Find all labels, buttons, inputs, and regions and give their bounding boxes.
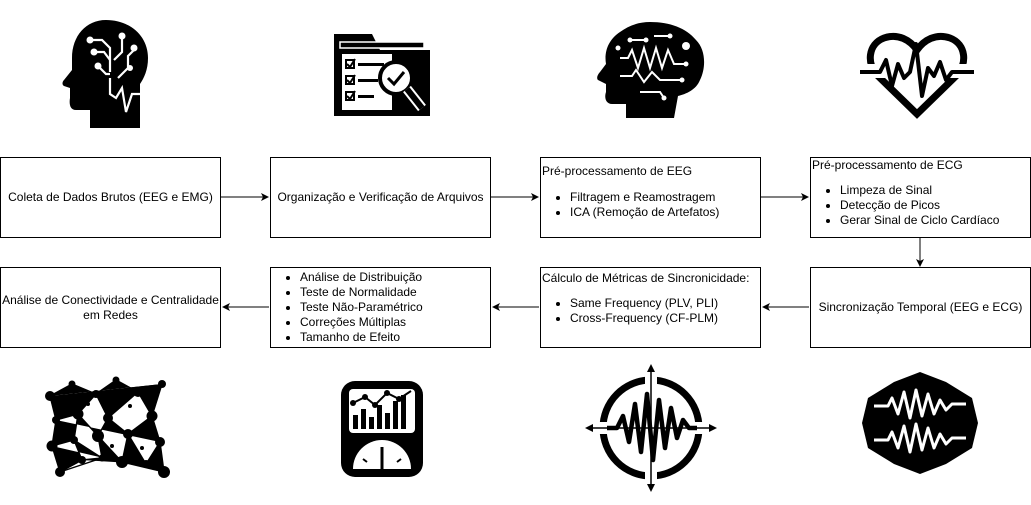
list-item: Same Frequency (PLV, PLI) xyxy=(570,296,760,311)
step-eeg-preprocessing: Pré-processamento de EEG Filtragem e Rea… xyxy=(540,157,761,238)
step-time-sync: Sincronização Temporal (EEG e ECG) xyxy=(810,267,1031,348)
list-item: Filtragem e Reamostragem xyxy=(570,190,760,205)
list-item: Análise de Distribuição xyxy=(300,270,490,285)
list-item: Teste de Normalidade xyxy=(300,285,490,300)
step-eeg-title: Pré-processamento de EEG xyxy=(542,164,693,178)
step-raw-data: Coleta de Dados Brutos (EEG e EMG) xyxy=(0,157,221,238)
step-organization: Organização e Verificação de Arquivos xyxy=(270,157,491,238)
step-raw-data-label: Coleta de Dados Brutos (EEG e EMG) xyxy=(8,190,213,204)
list-item: Cross-Frequency (CF-PLM) xyxy=(570,311,760,326)
step-metrics-list: Same Frequency (PLV, PLI) Cross-Frequenc… xyxy=(541,296,760,326)
step-statistics-list: Análise de Distribuição Teste de Normali… xyxy=(271,270,490,345)
step-ecg-title: Pré-processamento de ECG xyxy=(812,158,963,172)
list-item: Teste Não-Paramétrico xyxy=(300,300,490,315)
folder-checklist-icon xyxy=(334,34,430,116)
step-sync-metrics: Cálculo de Métricas de Sincronicidade: S… xyxy=(540,267,761,348)
head-circuit-icon xyxy=(62,20,148,128)
list-item: Gerar Sinal de Ciclo Cardíaco xyxy=(840,213,1030,228)
stats-dashboard-icon xyxy=(341,381,423,477)
step-network-analysis: Análise de Conectividade e Centralidade … xyxy=(0,267,221,348)
wave-hexagon-icon xyxy=(862,372,978,474)
step-eeg-list: Filtragem e Reamostragem ICA (Remoção de… xyxy=(541,190,760,220)
list-item: Tamanho de Efeito xyxy=(300,330,490,345)
list-item: ICA (Remoção de Artefatos) xyxy=(570,205,760,220)
step-ecg-list: Limpeza de Sinal Detecção de Picos Gerar… xyxy=(811,183,1030,228)
step-network-label: Análise de Conectividade e Centralidade … xyxy=(2,292,219,322)
step-ecg-preprocessing: Pré-processamento de ECG Limpeza de Sina… xyxy=(810,157,1031,238)
step-organization-label: Organização e Verificação de Arquivos xyxy=(277,190,484,204)
brain-waves-icon xyxy=(597,22,705,118)
list-item: Correções Múltiplas xyxy=(300,315,490,330)
list-item: Limpeza de Sinal xyxy=(840,183,1030,198)
step-metrics-title: Cálculo de Métricas de Sincronicidade: xyxy=(542,271,750,285)
signal-crosshair-icon xyxy=(585,364,717,492)
step-statistics: Análise de Distribuição Teste de Normali… xyxy=(270,267,491,348)
network-graph-icon xyxy=(45,376,170,478)
step-time-sync-label: Sincronização Temporal (EEG e ECG) xyxy=(818,300,1023,314)
list-item: Detecção de Picos xyxy=(840,198,1030,213)
heart-ecg-icon xyxy=(860,32,974,119)
